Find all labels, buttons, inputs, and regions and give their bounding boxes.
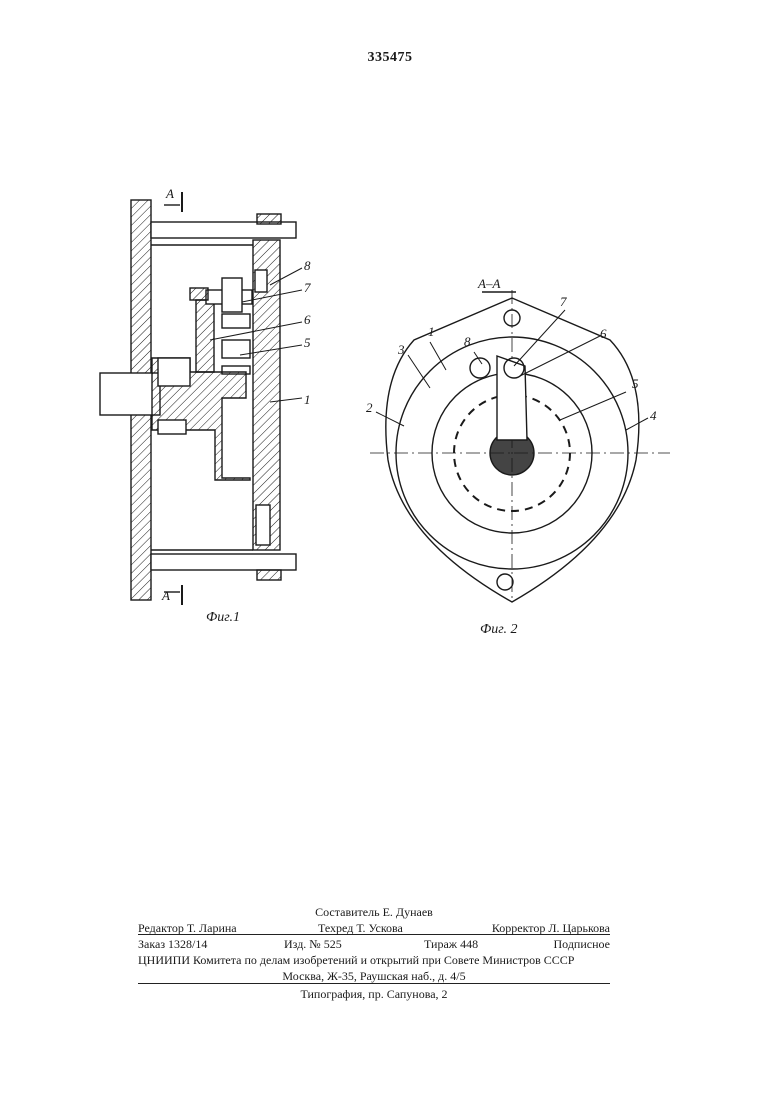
imprint-rule-bottom [138, 983, 610, 984]
compiler: Составитель Е. Дунаев [315, 905, 433, 919]
fig2-caption: Фиг. 2 [480, 622, 518, 638]
fig1-label-6: 6 [304, 312, 311, 327]
circulation: Тираж 448 [424, 937, 478, 952]
fig1-label-7: 7 [304, 280, 311, 295]
editor: Редактор Т. Ларина [138, 921, 237, 935]
fig2-label-7: 7 [560, 294, 567, 309]
fig2-label-3: 3 [397, 342, 405, 357]
fig2-label-8: 8 [464, 334, 471, 349]
fig1-bottom-bolt [151, 554, 296, 570]
org-line-2: Москва, Ж-35, Раушская наб., д. 4/5 [282, 969, 465, 983]
figure-2-drawing: A–A 7 8 1 6 3 5 2 4 [360, 270, 670, 610]
fig2-label-1: 1 [428, 324, 435, 339]
fig1-caption: Фиг.1 [206, 610, 240, 626]
figure-1-drawing: A A 8 7 6 5 1 [95, 180, 335, 620]
fig2-label-4: 4 [650, 408, 657, 423]
fig1-label-8: 8 [304, 258, 311, 273]
org-line-1: ЦНИИПИ Комитета по делам изобретений и о… [138, 953, 574, 967]
imprint-rule-top [138, 934, 610, 935]
printer-line: Типография, пр. Сапунова, 2 [138, 987, 610, 1002]
fig2-label-2: 2 [366, 400, 373, 415]
patent-number: 335475 [0, 50, 780, 66]
fig2-section-title: A–A [477, 276, 500, 291]
printer: Типография, пр. Сапунова, 2 [300, 987, 447, 1001]
edition: Изд. № 525 [284, 937, 342, 952]
fig1-shaft [100, 373, 160, 415]
fig1-label-5: 5 [304, 335, 311, 350]
fig1-section-mark-bottom: A [161, 588, 170, 603]
fig2-label-5: 5 [632, 376, 639, 391]
order: Заказ 1328/14 [138, 937, 207, 951]
fig1-section-mark-top: A [165, 186, 174, 201]
subscription: Подписное [554, 937, 611, 952]
fig1-label-1: 1 [304, 392, 311, 407]
fig2-label-6: 6 [600, 326, 607, 341]
